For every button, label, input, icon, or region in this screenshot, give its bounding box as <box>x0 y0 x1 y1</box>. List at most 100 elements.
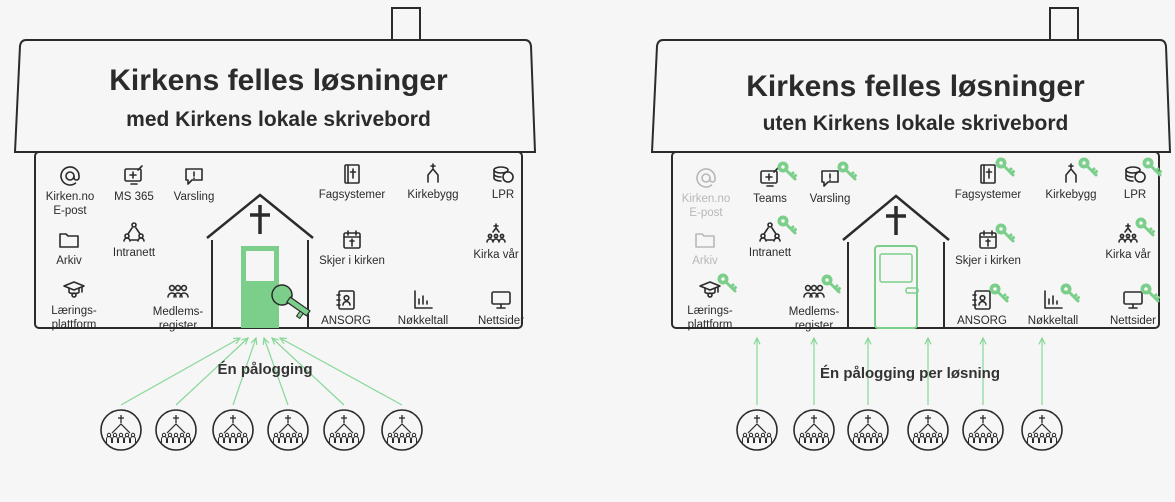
right-service-coins[interactable]: LPR <box>1110 157 1162 202</box>
right-user-2-church-icon <box>793 409 835 451</box>
right-service-label: Kirkebygg <box>1045 189 1097 201</box>
people-group-icon-wrap <box>784 274 844 303</box>
right-login-arrows <box>756 338 1043 405</box>
graduation-icon <box>699 281 721 298</box>
right-service-church-spire[interactable]: Kirkebygg <box>1036 157 1106 202</box>
right-service-people-group[interactable]: Medlems- register <box>784 274 844 333</box>
congregation-icon <box>486 223 506 243</box>
book-cross-icon-wrap <box>312 162 392 186</box>
graduation-icon-wrap <box>44 278 104 302</box>
right-arrowhead-4 <box>924 336 932 345</box>
right-service-folder[interactable]: Arkiv <box>680 228 730 268</box>
key-icon <box>995 157 1015 177</box>
right-service-bar-chart[interactable]: Nøkkeltall <box>1018 283 1088 328</box>
left-service-label: Fagsystemer <box>318 189 386 201</box>
left-service-calendar-cross[interactable]: Skjer i kirken <box>312 228 392 268</box>
right-service-network-people[interactable]: Intranett <box>740 215 800 260</box>
right-arrowhead-5 <box>979 336 987 345</box>
left-service-label: Nøkkeltall <box>397 315 449 327</box>
left-arrowhead-3 <box>250 336 258 346</box>
left-login-arrows <box>120 337 403 406</box>
calendar-cross-icon <box>343 230 361 249</box>
left-service-ms365[interactable]: MS 365 <box>104 164 164 204</box>
left-service-graduation[interactable]: Lærings- plattform <box>44 278 104 332</box>
right-arrowhead-2 <box>810 336 818 345</box>
contact-book-icon <box>972 290 991 310</box>
left-service-church-spire[interactable]: Kirkebygg <box>398 162 468 202</box>
right-service-label: LPR <box>1123 189 1147 201</box>
coins-icon <box>1125 166 1146 183</box>
key-icon <box>1060 283 1080 303</box>
right-user-4-church-icon <box>907 409 949 451</box>
right-service-graduation[interactable]: Lærings- plattform <box>680 273 740 332</box>
at-icon-wrap <box>40 164 100 188</box>
church-spire-icon <box>1065 163 1077 183</box>
monitor-icon <box>1123 291 1143 309</box>
left-service-label: LPR <box>491 189 515 201</box>
left-service-speech-alert[interactable]: Varsling <box>164 164 224 204</box>
left-service-network-people[interactable]: Intranett <box>104 220 164 260</box>
coins-icon-wrap <box>478 162 528 186</box>
right-roof <box>650 39 1172 153</box>
right-service-congregation[interactable]: Kirka vår <box>1098 217 1158 262</box>
right-user-3-church-icon <box>847 409 889 451</box>
right-service-label: ANSORG <box>957 315 1007 327</box>
ms365-icon-wrap <box>104 164 164 188</box>
calendar-cross-icon <box>979 230 997 249</box>
left-service-book-cross[interactable]: Fagsystemer <box>312 162 392 202</box>
right-service-speech-alert[interactable]: Varsling <box>800 161 860 206</box>
right-service-label: Kirka vår <box>1105 249 1151 261</box>
network-people-icon <box>123 222 145 242</box>
left-service-contact-book[interactable]: ANSORG <box>316 288 376 328</box>
coins-icon-wrap <box>1110 157 1162 186</box>
left-service-folder[interactable]: Arkiv <box>44 228 94 268</box>
right-service-label: Fagsystemer <box>954 189 1022 201</box>
left-arrowhead-6 <box>278 337 288 345</box>
ms365-icon-wrap <box>740 161 800 190</box>
congregation-icon-wrap <box>1098 217 1158 246</box>
bar-chart-icon-wrap <box>1018 283 1088 312</box>
right-service-contact-book[interactable]: ANSORG <box>952 283 1012 328</box>
key-icon <box>1142 157 1162 177</box>
right-service-at[interactable]: Kirken.no E-post <box>676 166 736 220</box>
left-service-at[interactable]: Kirken.no E-post <box>40 164 100 218</box>
at-icon <box>60 166 80 186</box>
right-user-6-church-icon <box>1021 409 1063 451</box>
right-service-ms365[interactable]: Teams <box>740 161 800 206</box>
left-arrowhead-4 <box>262 336 270 346</box>
right-service-label: Skjer i kirken <box>955 255 1021 267</box>
network-people-icon <box>759 222 781 242</box>
left-service-label: Kirkebygg <box>407 189 459 201</box>
left-service-people-group[interactable]: Medlems- register <box>148 279 208 333</box>
left-service-label: Varsling <box>173 191 215 203</box>
left-service-label: Arkiv <box>56 255 82 267</box>
right-arrowhead-3 <box>864 336 872 345</box>
key-icon <box>717 273 737 293</box>
right-service-book-cross[interactable]: Fagsystemer <box>948 157 1028 202</box>
right-service-monitor[interactable]: Nettsider <box>1098 283 1168 328</box>
right-chapel <box>842 194 950 329</box>
left-user-4-church-icon <box>267 409 309 451</box>
people-group-icon <box>167 284 189 298</box>
left-service-monitor[interactable]: Nettsider <box>466 288 536 328</box>
right-service-calendar-cross[interactable]: Skjer i kirken <box>948 223 1028 268</box>
left-arrowhead-1 <box>232 337 242 345</box>
left-service-congregation[interactable]: Kirka vår <box>466 222 526 262</box>
left-title: Kirkens felles løsninger <box>109 64 448 97</box>
church-spire-icon-wrap <box>398 162 468 186</box>
church-spire-icon-wrap <box>1036 157 1106 186</box>
network-people-icon-wrap <box>740 215 800 244</box>
key-icon <box>1140 283 1160 303</box>
left-service-bar-chart[interactable]: Nøkkeltall <box>388 288 458 328</box>
right-title: Kirkens felles løsninger <box>746 70 1085 103</box>
speech-alert-icon-wrap <box>800 161 860 190</box>
left-service-coins[interactable]: LPR <box>478 162 528 202</box>
right-chimney <box>1049 7 1079 41</box>
left-house <box>13 7 537 329</box>
folder-icon-wrap <box>680 228 730 252</box>
left-service-label: Kirken.no E-post <box>45 191 95 217</box>
left-user-1-church-icon <box>100 409 142 451</box>
at-icon-wrap <box>676 166 736 190</box>
network-people-icon-wrap <box>104 220 164 244</box>
